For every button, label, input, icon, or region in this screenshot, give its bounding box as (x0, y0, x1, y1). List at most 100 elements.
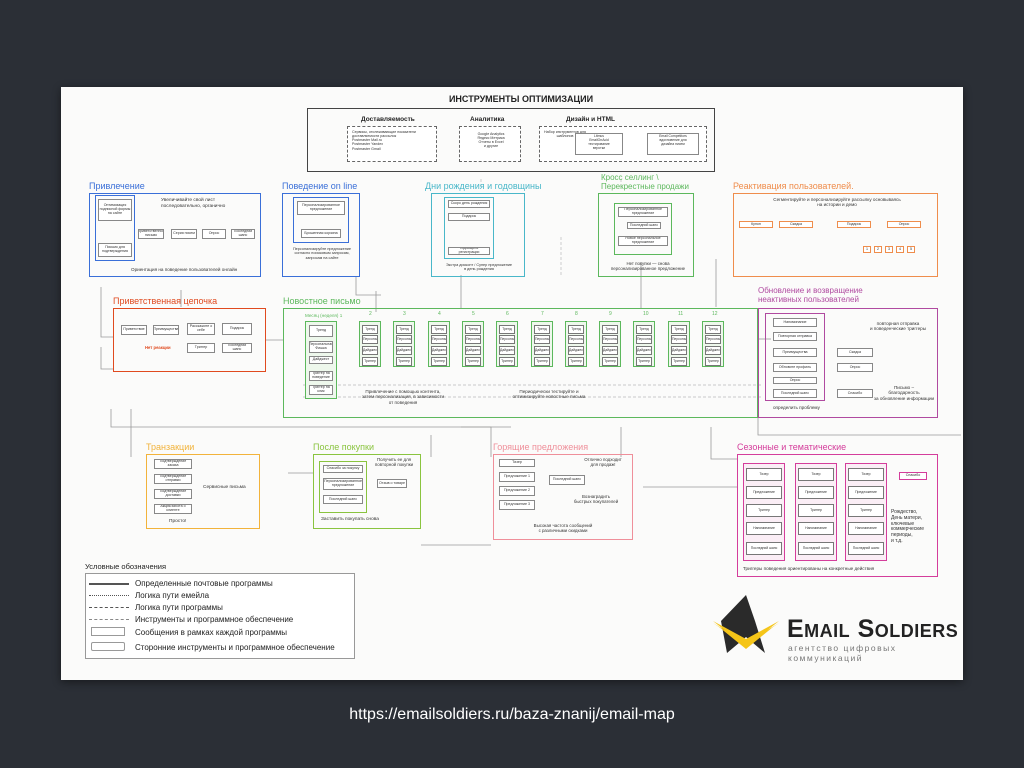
legend-item: Логика пути программы (135, 603, 223, 612)
news-month-item: Тренд (534, 325, 550, 334)
reactivation-step: 5 (907, 246, 915, 253)
news-month-item: Персональная Фишка (602, 335, 618, 344)
news-month-item: Триггер на поведение (568, 357, 584, 366)
inactive-text-3: определить проблему (773, 405, 820, 410)
legend-box (85, 573, 355, 659)
news-month-item: Дайджест (602, 346, 618, 355)
map-title: ИНСТРУМЕНТЫ ОПТИМИЗАЦИИ (448, 94, 594, 104)
reactivation-item: Скидка (779, 221, 813, 228)
source-link-text[interactable]: https://emailsoldiers.ru/baza-znanij/ema… (349, 706, 675, 723)
legend-line-dashdot (89, 619, 129, 620)
seasonal-item: Предложение (746, 486, 782, 499)
welcome-item: Триггер (187, 343, 215, 353)
tools-delivery-heading: Доставляемость (361, 116, 415, 123)
hotdeals-title: Горящие предложения (493, 442, 589, 452)
news-month-item: Дайджест (671, 346, 687, 355)
hotdeals-item: Предложение 3 (499, 500, 535, 510)
welcome-item: Последний шанс (222, 343, 252, 353)
hotdeals-item: Тизер (499, 459, 535, 467)
seasonal-item: Предложение (848, 486, 884, 499)
news-month-item: Персональная Фишка (465, 335, 481, 344)
news-month-label: 2 (369, 311, 372, 317)
tools-design-heading: Дизайн и HTML (566, 116, 615, 123)
news-month-item: Персональная Фишка (671, 335, 687, 344)
seasonal-footer: Триггеры поведения ориентированы на конк… (743, 566, 875, 571)
news-month-item: Тренд (499, 325, 515, 334)
inactive-box (758, 308, 938, 418)
brand-tagline: агентство цифровых коммуникаций (788, 643, 897, 663)
inactive-item: Преимущества (773, 348, 817, 357)
reactivation-step: 4 (896, 246, 904, 253)
news-box (283, 308, 758, 418)
hotdeals-text-2: Вознаградить быстрых покупателей (573, 494, 619, 505)
news-month-item: Триггер на поведение (431, 357, 447, 366)
news-month-item: Триггер на поведение (465, 357, 481, 366)
reactivation-step: 1 (863, 246, 871, 253)
crosssell-text: Нет покупки — снова персонализированное … (610, 261, 686, 272)
legend-line-dashed (89, 607, 129, 608)
hotdeals-box (493, 454, 633, 540)
welcome-item: Расскажите о себе (187, 323, 215, 335)
birthdays-title: Дни рождения и годовщины (425, 181, 542, 191)
seasonal-item: Последний шанс (798, 542, 834, 555)
online-item: Персонализированное предложение (297, 201, 345, 215)
tools-analytics-box (459, 126, 521, 162)
reactivation-item: Купон (739, 221, 773, 228)
news-month-item: Персональная Фишка (705, 335, 721, 344)
news-title: Новостное письмо (283, 296, 361, 306)
crosssell-item: Новое персональное предложение (618, 236, 668, 246)
attraction-footer: Ориентация на поведение пользователей он… (131, 267, 238, 272)
news-month-item: Персональная Фишка (636, 335, 652, 344)
inactive-inner-box (765, 313, 825, 401)
news-month-item: Триггер на поведение (362, 357, 378, 366)
transactions-footer: Просто! (169, 519, 187, 524)
legend-title: Условные обозначения (85, 562, 167, 571)
tools-analytics-heading: Аналитика (470, 116, 505, 123)
birthdays-item: Годовщина регистрации (448, 247, 490, 255)
transactions-item: Подтверждение отправки (154, 474, 192, 484)
news-month-item: Триггер на поведение (602, 357, 618, 366)
news-month-item: Дайджест (465, 346, 481, 355)
seasonal-box (737, 454, 938, 577)
attraction-item: Оптимизация подписной формы на сайте (98, 199, 132, 221)
reactivation-step: 2 (874, 246, 882, 253)
news-month-label: 11 (678, 311, 684, 317)
afterpurchase-title: После покупки (313, 442, 374, 452)
news-month-item: Триггер на поведение (705, 357, 721, 366)
news-month-item: Тренд (636, 325, 652, 334)
attraction-item: Приветственное письмо (138, 229, 164, 239)
news-item: Дайджест (309, 356, 333, 364)
seasonal-title: Сезонные и тематические (737, 442, 847, 452)
hotdeals-item: Предложение 2 (499, 486, 535, 496)
news-month-item: Тренд (465, 325, 481, 334)
news-month-item: Дайджест (534, 346, 550, 355)
afterpurchase-item: Отзыв о товаре (377, 479, 407, 488)
crosssell-box (598, 193, 694, 277)
seasonal-item: Последний шанс (848, 542, 884, 555)
legend-box-thirdparty (91, 642, 125, 651)
transactions-item: Подтверждение заказа (154, 459, 192, 469)
inactive-title: Обновление и возвращение неактивных поль… (758, 286, 863, 305)
reactivation-box (733, 193, 938, 277)
inactive-side-item: Опрос (837, 363, 873, 372)
news-month-item: Триггер на поведение (671, 357, 687, 366)
seasonal-text: Рождество, День матери, ключевые коммерч… (891, 509, 924, 544)
source-link[interactable]: https://emailsoldiers.ru/baza-znanij/ema… (0, 706, 1024, 724)
birthdays-item: Скоро день рождения (448, 200, 490, 208)
email-map-slide: ИНСТРУМЕНТЫ ОПТИМИЗАЦИИ Доставляемость С… (61, 87, 963, 680)
news-month-label: 12 (712, 311, 718, 317)
tools-design-text: Набор инструментов для шаблонов (544, 130, 586, 139)
news-month-item: Тренд (568, 325, 584, 334)
seasonal-item: Предложение (798, 486, 834, 499)
reactivation-text: Сегментируйте и персонализируйте рассылк… (773, 197, 901, 208)
welcome-item: Приветствие (121, 325, 147, 335)
afterpurchase-item: Спасибо за покупку (323, 465, 363, 473)
legend-line-solid (89, 583, 129, 585)
birthdays-item: Подарок (448, 213, 490, 221)
birthdays-text: Экстра дисконт / Супер предложение в ден… (445, 263, 513, 272)
tools-delivery-text: Сервисы, отслеживающие показатели достав… (352, 130, 416, 151)
welcome-box (113, 308, 266, 372)
crosssell-item: Персонализированное предложение (618, 207, 668, 217)
